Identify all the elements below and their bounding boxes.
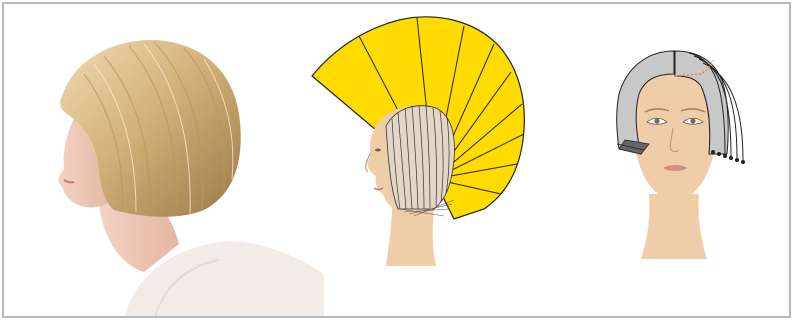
figure-frame [2, 2, 791, 318]
bob-haircut-profile-photo [4, 4, 324, 318]
side-head-elevation-fan-diagram [304, 4, 534, 318]
mannequin-neck-front [641, 194, 707, 259]
front-head-section-diagram [589, 4, 769, 318]
